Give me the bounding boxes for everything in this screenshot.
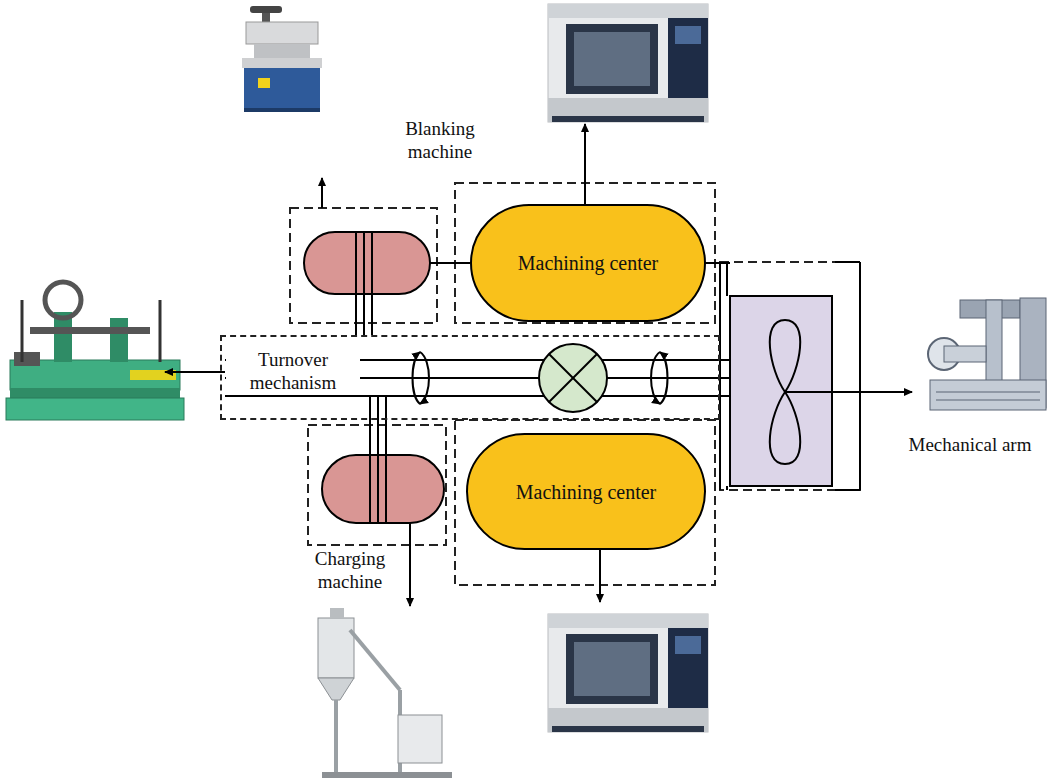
process-capsule: Machining center [466, 433, 706, 550]
arrow [584, 124, 586, 204]
charging-machine-photo [318, 608, 452, 778]
rotation-arrow [413, 352, 421, 404]
blanking-machine-photo [242, 6, 322, 112]
group-box [290, 183, 860, 585]
arrow [599, 550, 601, 602]
part-label: Charging machine [302, 548, 398, 594]
blanking-capsule [304, 232, 430, 294]
part-label: Mechanical arm [900, 434, 1040, 457]
arrow [165, 371, 225, 373]
arrow [321, 178, 323, 208]
arrow [409, 523, 411, 606]
rotary-symbol [549, 354, 597, 402]
arrow [785, 391, 912, 393]
process-capsule: Machining center [470, 204, 706, 322]
arm-bracket [720, 262, 860, 490]
node-text: Machining center [505, 251, 671, 275]
turnover-machine-photo [6, 282, 184, 420]
mechanical-arm-photo [928, 298, 1046, 410]
rotary-symbol [549, 354, 597, 402]
process-band: Turnover mechanism [220, 335, 720, 420]
rotation-arrow [420, 352, 429, 404]
part-label: Blanking machine [392, 118, 488, 164]
machining-center-photo [548, 614, 708, 732]
charging-capsule [322, 455, 444, 523]
node-text: Machining center [501, 480, 671, 504]
rotation-arrow [651, 352, 660, 404]
machining-center-photo [548, 4, 708, 122]
node-text: Turnover mechanism [226, 349, 360, 395]
rotation-arrow [660, 352, 668, 404]
rotary-symbol [539, 344, 607, 412]
